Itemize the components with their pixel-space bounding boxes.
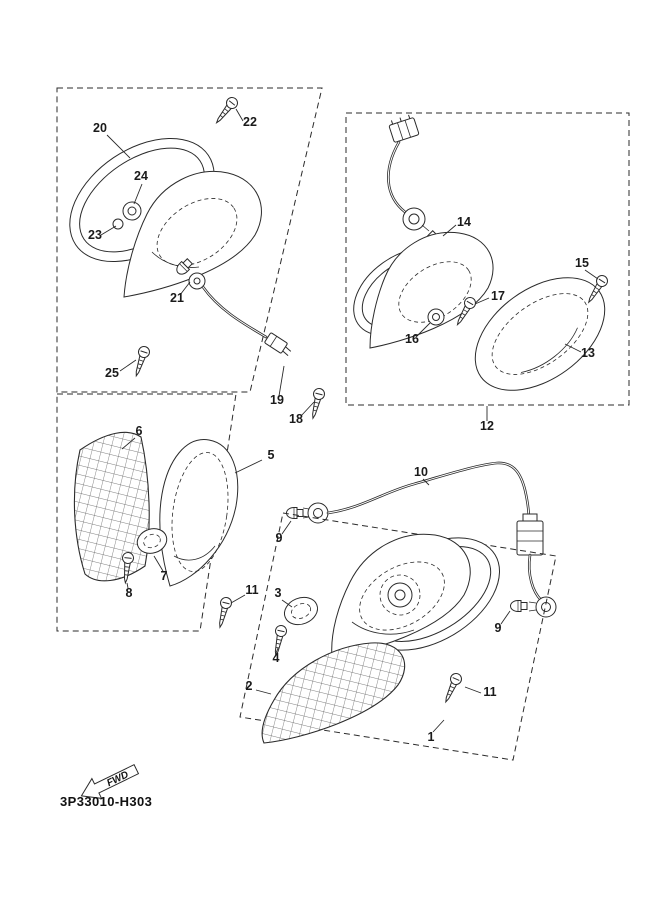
callout-25: 25	[105, 366, 119, 380]
fwd-label: FWD	[105, 769, 130, 789]
screw-part11-right-icon	[440, 671, 464, 705]
callout-15: 15	[575, 256, 589, 270]
bulb-part9-left-icon	[286, 507, 304, 519]
callout-8: 8	[126, 586, 133, 600]
callout-labels: 20 22 24 23 21 25 19 14 15 17 16 13 18 1…	[88, 115, 595, 744]
callout-leader-lines	[100, 108, 599, 733]
callout-7: 7	[161, 569, 168, 583]
assembly-boundary-box-c	[56, 393, 237, 632]
harness-wire-part10	[326, 461, 531, 523]
callout-24: 24	[134, 169, 148, 183]
callout-11-left: 11	[245, 583, 258, 597]
lens-gasket-part3	[284, 596, 318, 626]
callout-2: 2	[246, 679, 253, 693]
callout-9-left: 9	[276, 531, 283, 545]
assembly-boundary-box-a	[56, 87, 323, 393]
assembly-boundary-box-b	[345, 112, 630, 406]
harness-connector	[388, 114, 420, 143]
rear-flasher-assembly-group	[239, 512, 557, 761]
callout-9-right: 9	[495, 621, 502, 635]
callout-22: 22	[243, 115, 257, 129]
callout-20: 20	[93, 121, 107, 135]
screw-part11-left-icon	[214, 595, 234, 630]
callout-18: 18	[289, 412, 303, 426]
bulb-hole-part16	[427, 308, 445, 326]
callout-16: 16	[405, 332, 419, 346]
wire-connector-part19	[264, 332, 292, 356]
fwd-arrow-icon	[80, 764, 140, 799]
lens-inner-outline	[156, 198, 238, 266]
callout-6: 6	[136, 424, 143, 438]
callout-19: 19	[270, 393, 284, 407]
front-flasher-lens-group	[307, 112, 630, 421]
socket-wire	[387, 140, 407, 214]
callout-1: 1	[428, 730, 435, 744]
callout-11-right: 11	[483, 685, 496, 699]
bulb-socket-part14	[402, 207, 426, 231]
callout-23: 23	[88, 228, 102, 242]
bulb-part9-right-icon	[510, 600, 528, 612]
outer-lens-part13	[474, 277, 606, 391]
bulb-socket-right	[535, 596, 557, 618]
callout-17: 17	[491, 289, 505, 303]
bulb-socket-hole-part24	[122, 201, 142, 221]
reflector-part7	[136, 528, 168, 554]
callout-21: 21	[170, 291, 184, 305]
lens-body-part16	[369, 231, 494, 349]
callout-14: 14	[457, 215, 471, 229]
rear-flasher-lens-group	[56, 393, 239, 632]
screw-part22-icon	[211, 94, 241, 127]
callout-12: 12	[480, 419, 494, 433]
front-flasher-assembly-group	[56, 87, 323, 393]
screw-part18-icon	[307, 386, 327, 421]
callout-5: 5	[268, 448, 275, 462]
lead-wire-part19	[201, 285, 268, 339]
rim-pin-part23	[112, 218, 124, 230]
bulb-socket-part21	[188, 272, 206, 290]
part-code: 3P33010-H303	[60, 794, 152, 809]
front-lens-body	[123, 171, 262, 298]
callout-10: 10	[414, 465, 428, 479]
grid-lens-part6	[73, 431, 150, 582]
clear-lens-part5	[159, 439, 239, 587]
relay-connector-block	[516, 520, 544, 556]
callout-3: 3	[275, 586, 282, 600]
grid-lens-part2	[261, 642, 406, 744]
callout-13: 13	[581, 346, 595, 360]
callout-4: 4	[273, 651, 280, 665]
rear-bulb-hole	[387, 582, 413, 608]
